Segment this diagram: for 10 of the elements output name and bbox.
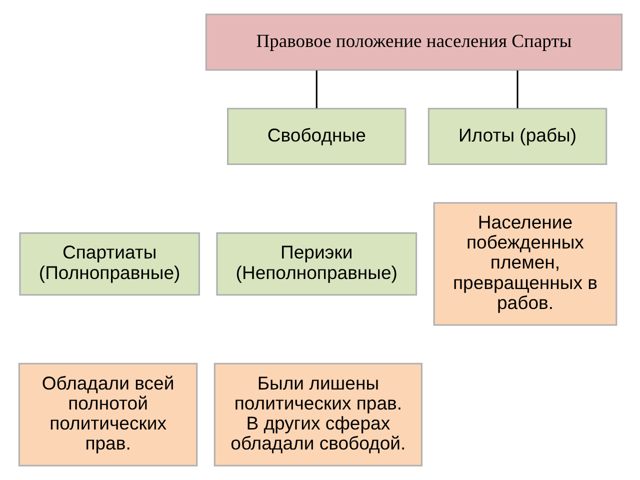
node-box: Правовое положение населения Спарты	[204, 14, 622, 71]
node-box: Обладали всей полнотой политических прав.	[18, 362, 198, 466]
node-box: Илоты (рабы)	[427, 108, 607, 166]
node-box: Были лишены политических прав. В других сферах обладали свободой.	[213, 362, 422, 466]
node-box: Спартиаты (Полноправные)	[18, 232, 200, 296]
node-box: Периэки (Неполноправные)	[216, 232, 417, 296]
node-box: Население побежденных племен, превращенных в рабов.	[432, 202, 617, 326]
node-box: Свободные	[226, 108, 406, 166]
connector	[516, 70, 518, 108]
connector	[315, 70, 317, 108]
